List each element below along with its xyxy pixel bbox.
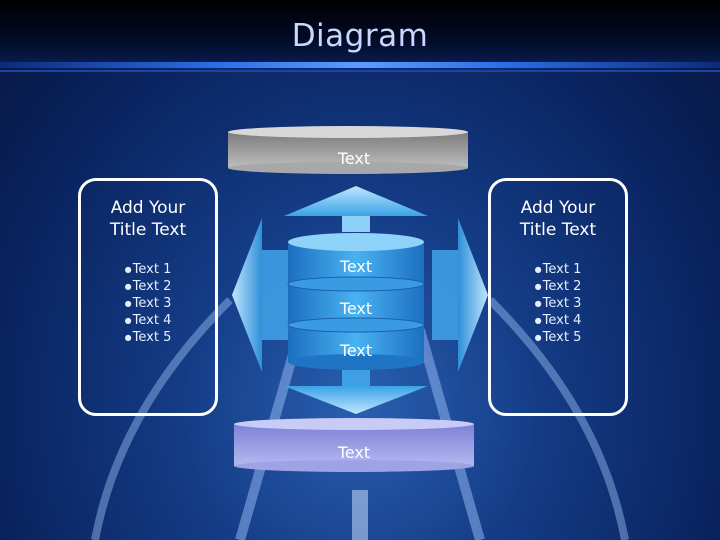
right-arrow [432,218,488,372]
bullet-icon: ● [534,265,542,274]
list-item: ●Text 2 [534,279,582,294]
list-item: ●Text 5 [124,330,172,345]
bottom-disc [234,418,474,472]
list-item: ●Text 4 [124,313,172,328]
bullet-icon: ● [124,282,132,291]
center-label-1: Text [339,257,372,276]
bullet-icon: ● [124,333,132,342]
up-arrow [284,186,428,232]
title-rule-thin [0,70,720,72]
title-rule [0,62,720,68]
top-disc-label: Text [337,149,370,168]
bullet-icon: ● [534,282,542,291]
left-arrow [232,218,288,372]
list-item: ●Text 3 [534,296,582,311]
bullet-icon: ● [124,265,132,274]
list-item: ●Text 5 [534,330,582,345]
bullet-icon: ● [534,316,542,325]
left-panel-list: ●Text 1 ●Text 2 ●Text 3 ●Text 4 ●Text 5 [81,261,215,346]
right-panel-list: ●Text 1 ●Text 2 ●Text 3 ●Text 4 ●Text 5 [491,261,625,346]
center-label-3: Text [339,341,372,360]
bullet-icon: ● [534,333,542,342]
list-item: ●Text 1 [534,262,582,277]
center-label-2: Text [339,299,372,318]
bullet-icon: ● [124,299,132,308]
list-item: ●Text 4 [534,313,582,328]
bottom-disc-label: Text [337,443,370,462]
list-item: ●Text 3 [124,296,172,311]
list-item: ●Text 1 [124,262,172,277]
slide-title: Diagram [291,18,429,54]
center-cylinder [287,233,425,370]
top-disc [228,126,468,174]
title-band [0,0,720,68]
bullet-icon: ● [124,316,132,325]
list-item: ●Text 2 [124,279,172,294]
down-arrow [284,370,428,414]
bullet-icon: ● [534,299,542,308]
